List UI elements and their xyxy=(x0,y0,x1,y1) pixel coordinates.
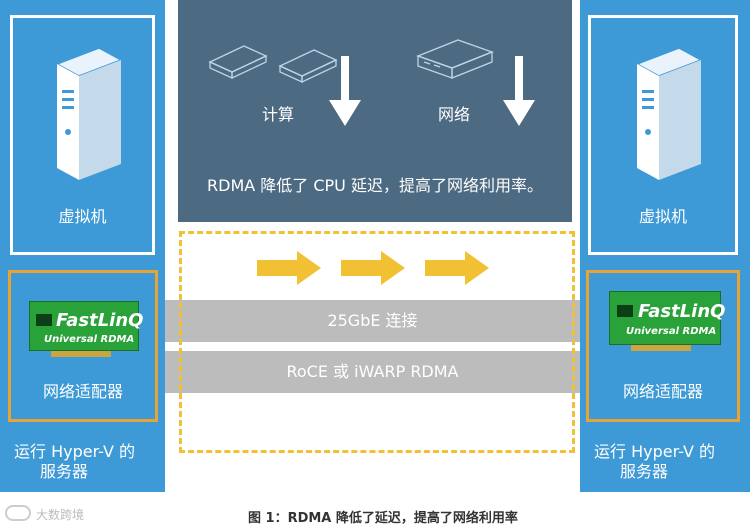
down-arrow-icon xyxy=(329,56,361,126)
nic-logo-icon xyxy=(36,314,52,326)
compute-blade-icon xyxy=(208,45,338,84)
network-label: 网络 xyxy=(438,105,471,124)
nic-logo-icon xyxy=(617,305,633,317)
left-adapter-box: FastLinQ Universal RDMA 网络适配器 xyxy=(8,270,158,422)
left-vm-label: 虚拟机 xyxy=(58,207,107,226)
right-arrow-icon xyxy=(425,251,489,285)
nic-model-label: Universal RDMA xyxy=(44,334,135,345)
watermark-logo-icon xyxy=(5,505,31,521)
left-host-label-line1: 运行 Hyper-V 的 xyxy=(14,442,136,461)
network-switch-icon xyxy=(416,39,494,79)
compute-label: 计算 xyxy=(262,105,295,124)
right-adapter-label: 网络适配器 xyxy=(622,382,703,401)
nic-brand-label: FastLinQ xyxy=(638,301,726,322)
right-nic-card: FastLinQ Universal RDMA xyxy=(609,291,725,345)
cpu-offload-panel: 计算 网络 RDMA 降低了 CPU 延迟，提高了网络利用率。 xyxy=(178,0,572,222)
right-vm-label: 虚拟机 xyxy=(638,207,687,226)
watermark-text: 大数跨境 xyxy=(36,508,85,522)
nic-brand-label: FastLinQ xyxy=(56,310,144,331)
rdma-protocol-band: RoCE 或 iWARP RDMA xyxy=(165,351,580,393)
right-adapter-box: FastLinQ Universal RDMA 网络适配器 xyxy=(586,270,740,422)
left-nic-card: FastLinQ Universal RDMA xyxy=(29,301,143,351)
down-arrow-icon xyxy=(503,56,535,126)
server-icon xyxy=(635,47,703,180)
right-arrow-icon xyxy=(341,251,405,285)
link-25gbe-band: 25GbE 连接 xyxy=(165,300,580,342)
right-host-label-line1: 运行 Hyper-V 的 xyxy=(594,442,716,461)
nic-model-label: Universal RDMA xyxy=(626,326,717,337)
right-arrow-icon xyxy=(257,251,321,285)
left-adapter-label: 网络适配器 xyxy=(42,382,123,401)
left-host-label-line2: 服务器 xyxy=(40,462,89,481)
left-vm-box: 虚拟机 xyxy=(10,15,155,255)
right-nic-connector xyxy=(631,345,691,351)
left-nic-connector xyxy=(51,351,111,357)
right-vm-box: 虚拟机 xyxy=(588,15,738,255)
figure-caption: 图 1：RDMA 降低了延迟，提高了网络利用率 xyxy=(248,511,518,526)
right-host-label-line2: 服务器 xyxy=(620,462,669,481)
rdma-path-dashed-box xyxy=(179,231,575,453)
rdma-statement: RDMA 降低了 CPU 延迟，提高了网络利用率。 xyxy=(207,176,543,195)
server-icon xyxy=(55,47,123,180)
